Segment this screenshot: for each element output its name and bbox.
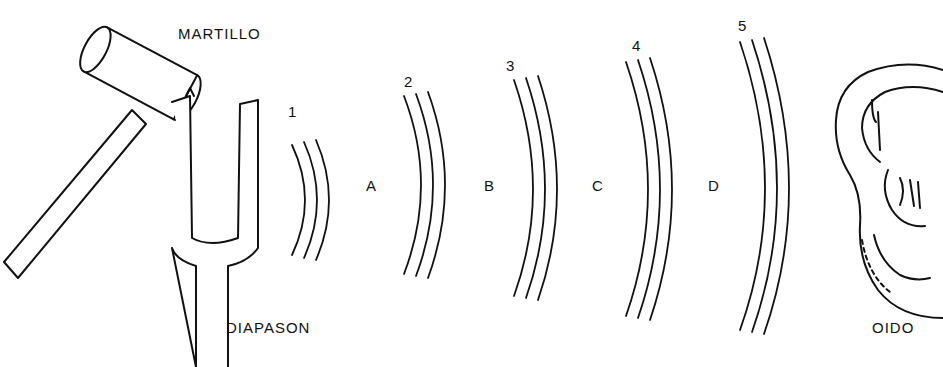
gap-letter: C — [592, 178, 604, 195]
callout-number: 4 — [632, 38, 641, 55]
callout-number: 3 — [506, 58, 515, 75]
gap-letter: A — [366, 178, 377, 195]
fork-tip — [186, 88, 194, 96]
callout-number: 2 — [404, 74, 413, 91]
gap-letter: D — [708, 178, 720, 195]
callout-number: 5 — [738, 18, 747, 35]
part-name: MARTILLO — [178, 26, 261, 43]
ear — [836, 64, 943, 318]
gap-letter: B — [484, 178, 495, 195]
hammer-handle — [4, 110, 146, 278]
callout-number: 1 — [288, 104, 297, 121]
part-name: DIAPASON — [226, 320, 310, 337]
wave-fronts — [292, 38, 789, 334]
part-name: OIDO — [872, 320, 914, 337]
